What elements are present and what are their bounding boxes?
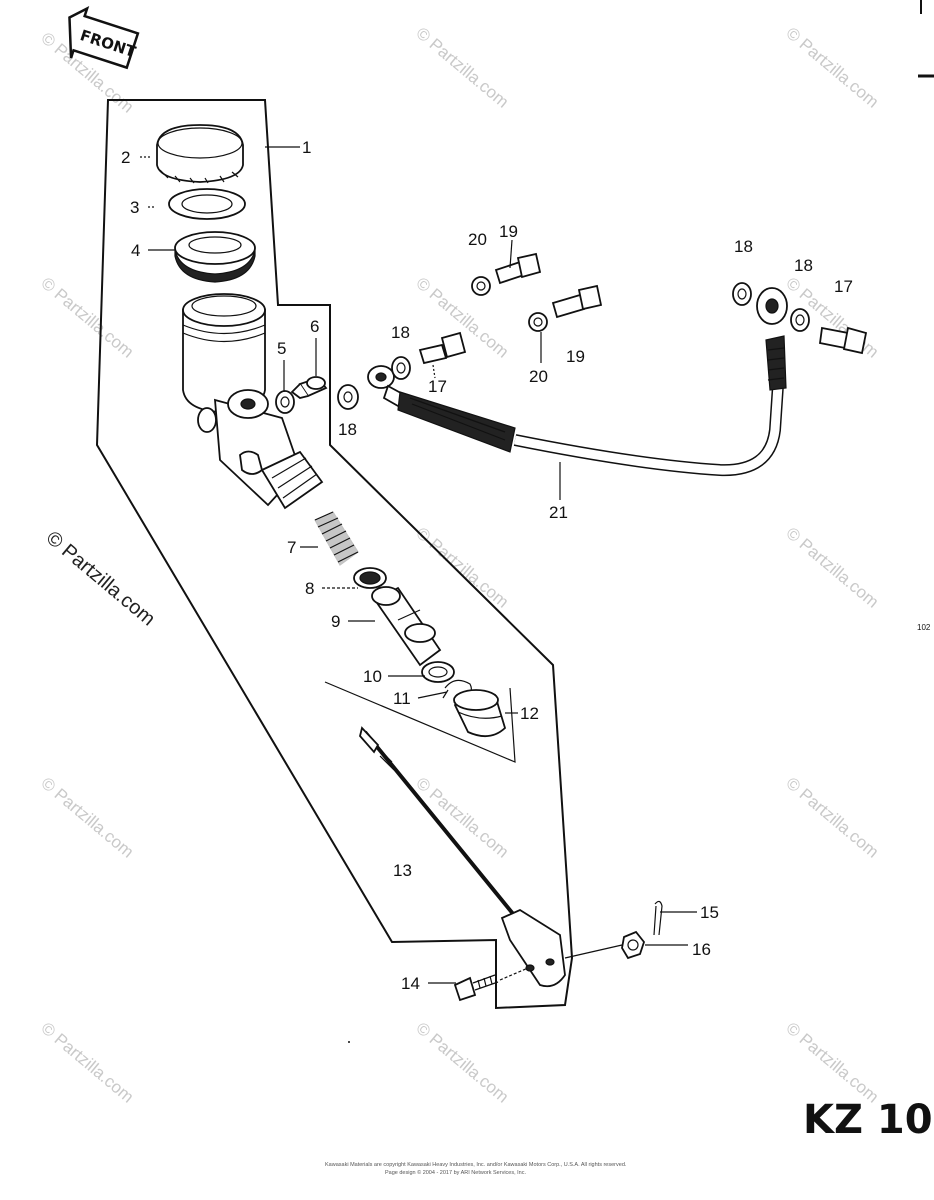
cotter-pin bbox=[653, 900, 663, 936]
watermark-layer: © Partzilla.com © Partzilla.com © Partzi… bbox=[37, 24, 882, 1107]
callout-21: 21 bbox=[549, 503, 568, 522]
assembly-outline bbox=[95, 99, 574, 1010]
callout-3: 3 bbox=[130, 198, 139, 217]
watermark: © Partzilla.com bbox=[42, 527, 159, 630]
callout-18-right: 18 bbox=[794, 256, 813, 275]
callout-15: 15 bbox=[700, 903, 719, 922]
watermark: © Partzilla.com bbox=[412, 524, 512, 612]
washer-18-hose bbox=[391, 356, 411, 380]
washer-20-lower bbox=[528, 312, 548, 332]
callout-20-lower: 20 bbox=[529, 367, 548, 386]
leader bbox=[499, 967, 529, 981]
banjo-bolt-17-left bbox=[418, 331, 467, 365]
callout-10: 10 bbox=[363, 667, 382, 686]
watermark: © Partzilla.com bbox=[37, 274, 137, 362]
push-rod bbox=[359, 726, 566, 988]
callout-16: 16 bbox=[692, 940, 711, 959]
diaphragm bbox=[174, 231, 256, 283]
watermark: © Partzilla.com bbox=[782, 24, 882, 112]
banjo-bolt-17-right bbox=[818, 326, 868, 355]
nut bbox=[621, 930, 646, 960]
watermark: © Partzilla.com bbox=[37, 1019, 137, 1107]
banjo-bolt-6 bbox=[290, 376, 328, 399]
callout-19-lower: 19 bbox=[566, 347, 585, 366]
model-label: KZ 100 bbox=[803, 1097, 934, 1143]
dot bbox=[348, 1041, 350, 1043]
bolt-19-upper bbox=[494, 252, 542, 285]
bolt-19-lower bbox=[551, 284, 603, 319]
washer-18-pair bbox=[732, 282, 810, 332]
callout-14: 14 bbox=[401, 974, 420, 993]
copyright-line-2: Page design © 2004 - 2017 by ARI Network… bbox=[385, 1169, 526, 1176]
callout-11: 11 bbox=[393, 689, 411, 708]
watermark: © Partzilla.com bbox=[782, 774, 882, 862]
washer-20-upper bbox=[471, 276, 491, 296]
callout-4: 4 bbox=[131, 241, 140, 260]
clevis-bolt bbox=[453, 974, 499, 1002]
leader-lines bbox=[140, 146, 697, 984]
front-arrow-badge: FRONT bbox=[68, 5, 140, 70]
washer-18-hose-hole bbox=[396, 362, 406, 374]
watermark: © Partzilla.com bbox=[37, 774, 137, 862]
dust-boot bbox=[453, 689, 507, 738]
callout-1: 1 bbox=[302, 138, 311, 157]
watermark: © Partzilla.com bbox=[412, 24, 512, 112]
callout-17-right: 17 bbox=[834, 277, 853, 296]
reservoir-cap bbox=[156, 124, 244, 184]
callout-13: 13 bbox=[393, 861, 412, 880]
callout-17-left: 17 bbox=[428, 377, 447, 396]
callout-18-hose: 18 bbox=[391, 323, 410, 342]
spring bbox=[314, 511, 359, 566]
callout-19-upper: 19 bbox=[499, 222, 518, 241]
washer-5-hole bbox=[280, 396, 290, 408]
copyright-line-1: Kawasaki Materials are copyright Kawasak… bbox=[325, 1162, 627, 1168]
master-cylinder-body bbox=[182, 293, 324, 510]
callout-18-upper: 18 bbox=[734, 237, 753, 256]
washer-18 bbox=[337, 384, 359, 410]
callout-8: 8 bbox=[305, 579, 314, 598]
piston bbox=[371, 586, 442, 667]
callout-9: 9 bbox=[331, 612, 340, 631]
callout-18-cylinder: 18 bbox=[338, 420, 357, 439]
callout-12: 12 bbox=[520, 704, 539, 723]
brake-hose bbox=[367, 287, 788, 477]
watermark: © Partzilla.com bbox=[412, 1019, 512, 1107]
callout-labels: 1 2 3 4 5 6 7 8 9 10 11 12 13 14 15 16 1… bbox=[121, 138, 853, 993]
callout-7: 7 bbox=[287, 538, 296, 557]
washer-18-hole bbox=[343, 391, 353, 403]
diaphragm-plate bbox=[168, 188, 246, 220]
watermark: © Partzilla.com bbox=[412, 774, 512, 862]
washer-5 bbox=[275, 390, 295, 414]
callout-5: 5 bbox=[277, 339, 286, 358]
watermark: © Partzilla.com bbox=[782, 524, 882, 612]
watermark: © Partzilla.com bbox=[782, 1019, 882, 1107]
side-code: 102 bbox=[917, 623, 931, 632]
secondary-cup bbox=[421, 661, 455, 683]
primary-cup bbox=[353, 567, 387, 589]
callout-2: 2 bbox=[121, 148, 130, 167]
callout-6: 6 bbox=[310, 317, 319, 336]
callout-20-upper: 20 bbox=[468, 230, 487, 249]
